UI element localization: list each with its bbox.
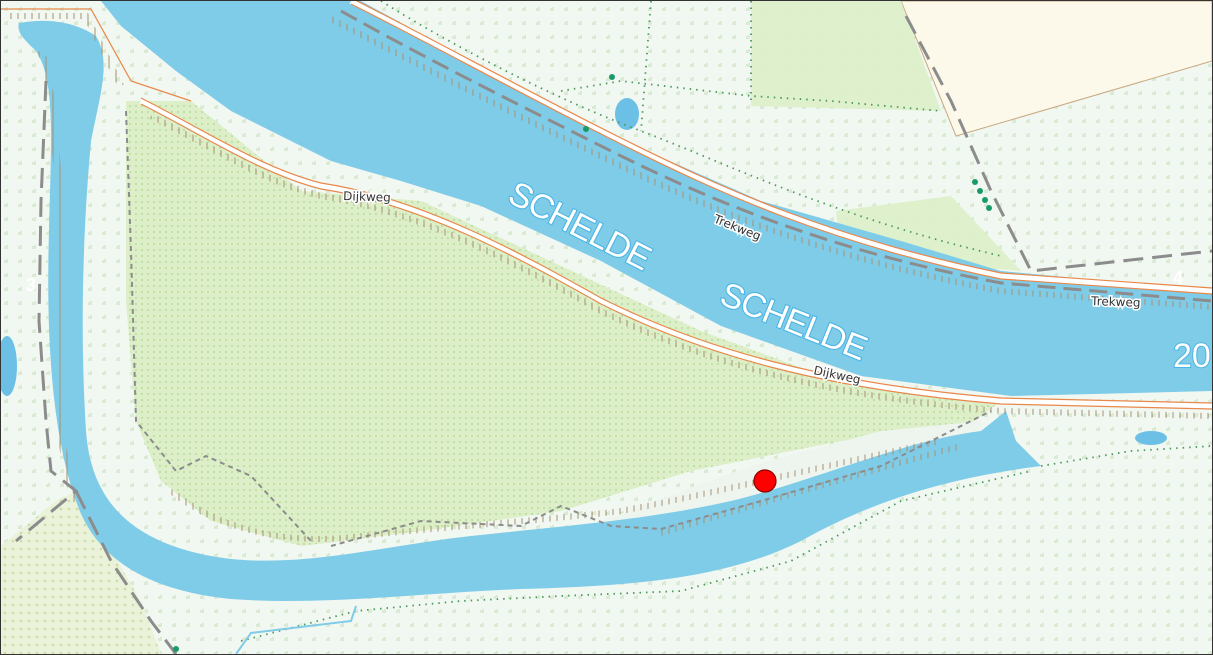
stream	[235, 605, 357, 654]
path-north-east	[904, 15, 1212, 273]
hedge-east	[1040, 445, 1212, 467]
tree	[609, 74, 615, 80]
tree	[977, 188, 983, 194]
orchard-south-west	[1, 491, 161, 654]
hedge-north	[380, 1, 1002, 257]
tree	[583, 126, 589, 132]
schelde-main-channel	[101, 1, 1212, 396]
hedge-vertical	[640, 1, 752, 132]
path-meander-east	[74, 490, 178, 654]
tree	[173, 646, 179, 652]
path-river-bank	[330, 410, 992, 547]
dike-south-bank	[660, 443, 962, 536]
dike-meander-west	[37, 49, 80, 503]
pond-east	[1135, 431, 1167, 445]
grassland-island	[126, 101, 1001, 546]
hedge-south	[240, 470, 1032, 642]
road-label-dijkweg-1: Dijkweg	[343, 189, 391, 205]
pond-west	[1, 336, 17, 396]
road-label-trekweg-2: Trekweg	[1090, 294, 1141, 310]
grid-number-4: 4	[1173, 268, 1183, 288]
schelde-meander	[18, 20, 1041, 602]
tree	[982, 197, 988, 203]
pond-north	[615, 98, 639, 130]
grid-number-3: 3	[26, 275, 36, 295]
trekweg-road	[349, 1, 1212, 294]
grass-parcel-north	[751, 1, 941, 111]
dijkweg-road	[139, 98, 1212, 409]
field-north-east	[900, 1, 1212, 137]
tree	[986, 205, 992, 211]
tree	[972, 179, 978, 185]
location-marker[interactable]	[753, 469, 777, 493]
road-top-left	[1, 8, 192, 102]
edge-number-20: 20	[1173, 337, 1211, 375]
